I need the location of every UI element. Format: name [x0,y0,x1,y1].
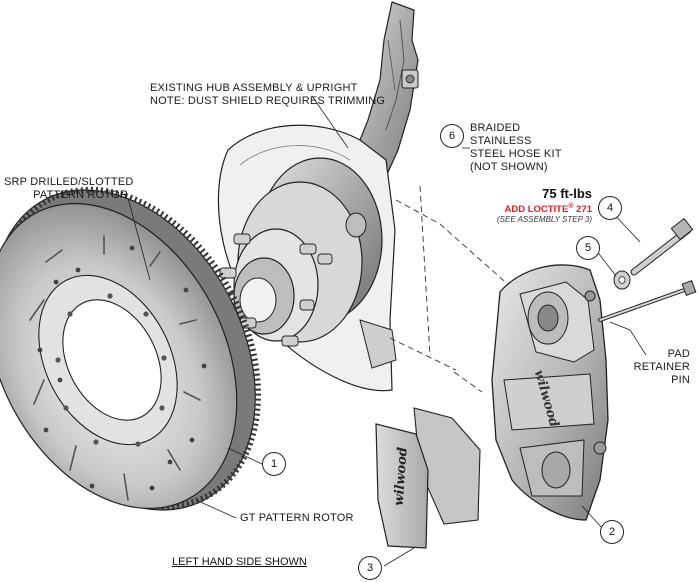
callout-6: 6 [440,124,464,148]
rotor [0,186,261,511]
loctite-text: ADD LOCTITE [504,204,569,216]
loctite-number: 271 [573,204,592,216]
gt-rotor-label: GT PATTERN ROTOR [240,512,354,524]
callout-1: 1 [262,452,286,476]
srp-rotor-label-line2: PATTERN ROTOR [33,189,128,201]
pad-retainer-pin-label: PAD RETAINER PIN [620,348,690,387]
hose-kit-line4: (NOT SHOWN) [470,161,548,173]
hose-kit-line2: STAINLESS [470,135,532,147]
hose-kit-line3: STEEL HOSE KIT [470,148,562,160]
assembly-guide-lines [389,185,513,393]
hose-kit-label: BRAIDED STAINLESS STEEL HOSE KIT (NOT SH… [470,122,562,174]
srp-rotor-label-line1: SRP DRILLED/SLOTTED [4,176,134,188]
washer [613,270,631,290]
loctite-registered-mark: ® [568,203,574,210]
callout-4: 4 [598,196,622,220]
srp-rotor-label: SRP DRILLED/SLOTTED PATTERN ROTOR [4,176,134,202]
torque-value: 75 ft-lbs [542,186,592,201]
svg-text:wilwood: wilwood [392,447,411,507]
pad-pin-line2: RETAINER [633,361,690,373]
callout-2: 2 [600,520,624,544]
torque-spec: 75 ft-lbs ADD LOCTITE® 271 (SEE ASSEMBLY… [470,186,592,225]
hub-assembly [219,157,397,369]
callout-3: 3 [358,556,382,580]
hub-label-line2: NOTE: DUST SHIELD REQUIRES TRIMMING [150,95,386,107]
mounting-bolt [630,217,694,276]
pad-pin-line1: PAD [667,348,690,360]
callout-5: 5 [576,236,600,260]
hose-kit-line1: BRAIDED [470,122,521,134]
brake-pads: wilwood [375,407,481,549]
assembly-step-note: (SEE ASSEMBLY STEP 3) [496,215,592,225]
caliper: wilwood [491,264,609,521]
pad-pin-line3: PIN [671,374,690,386]
footer-note: LEFT HAND SIDE SHOWN [172,556,307,568]
pad-retainer-pin [598,280,697,322]
hub-label-line1: EXISTING HUB ASSEMBLY & UPRIGHT [150,82,358,94]
loctite-note: ADD LOCTITE® 271 [470,201,592,215]
hub-label: EXISTING HUB ASSEMBLY & UPRIGHT NOTE: DU… [150,82,386,108]
